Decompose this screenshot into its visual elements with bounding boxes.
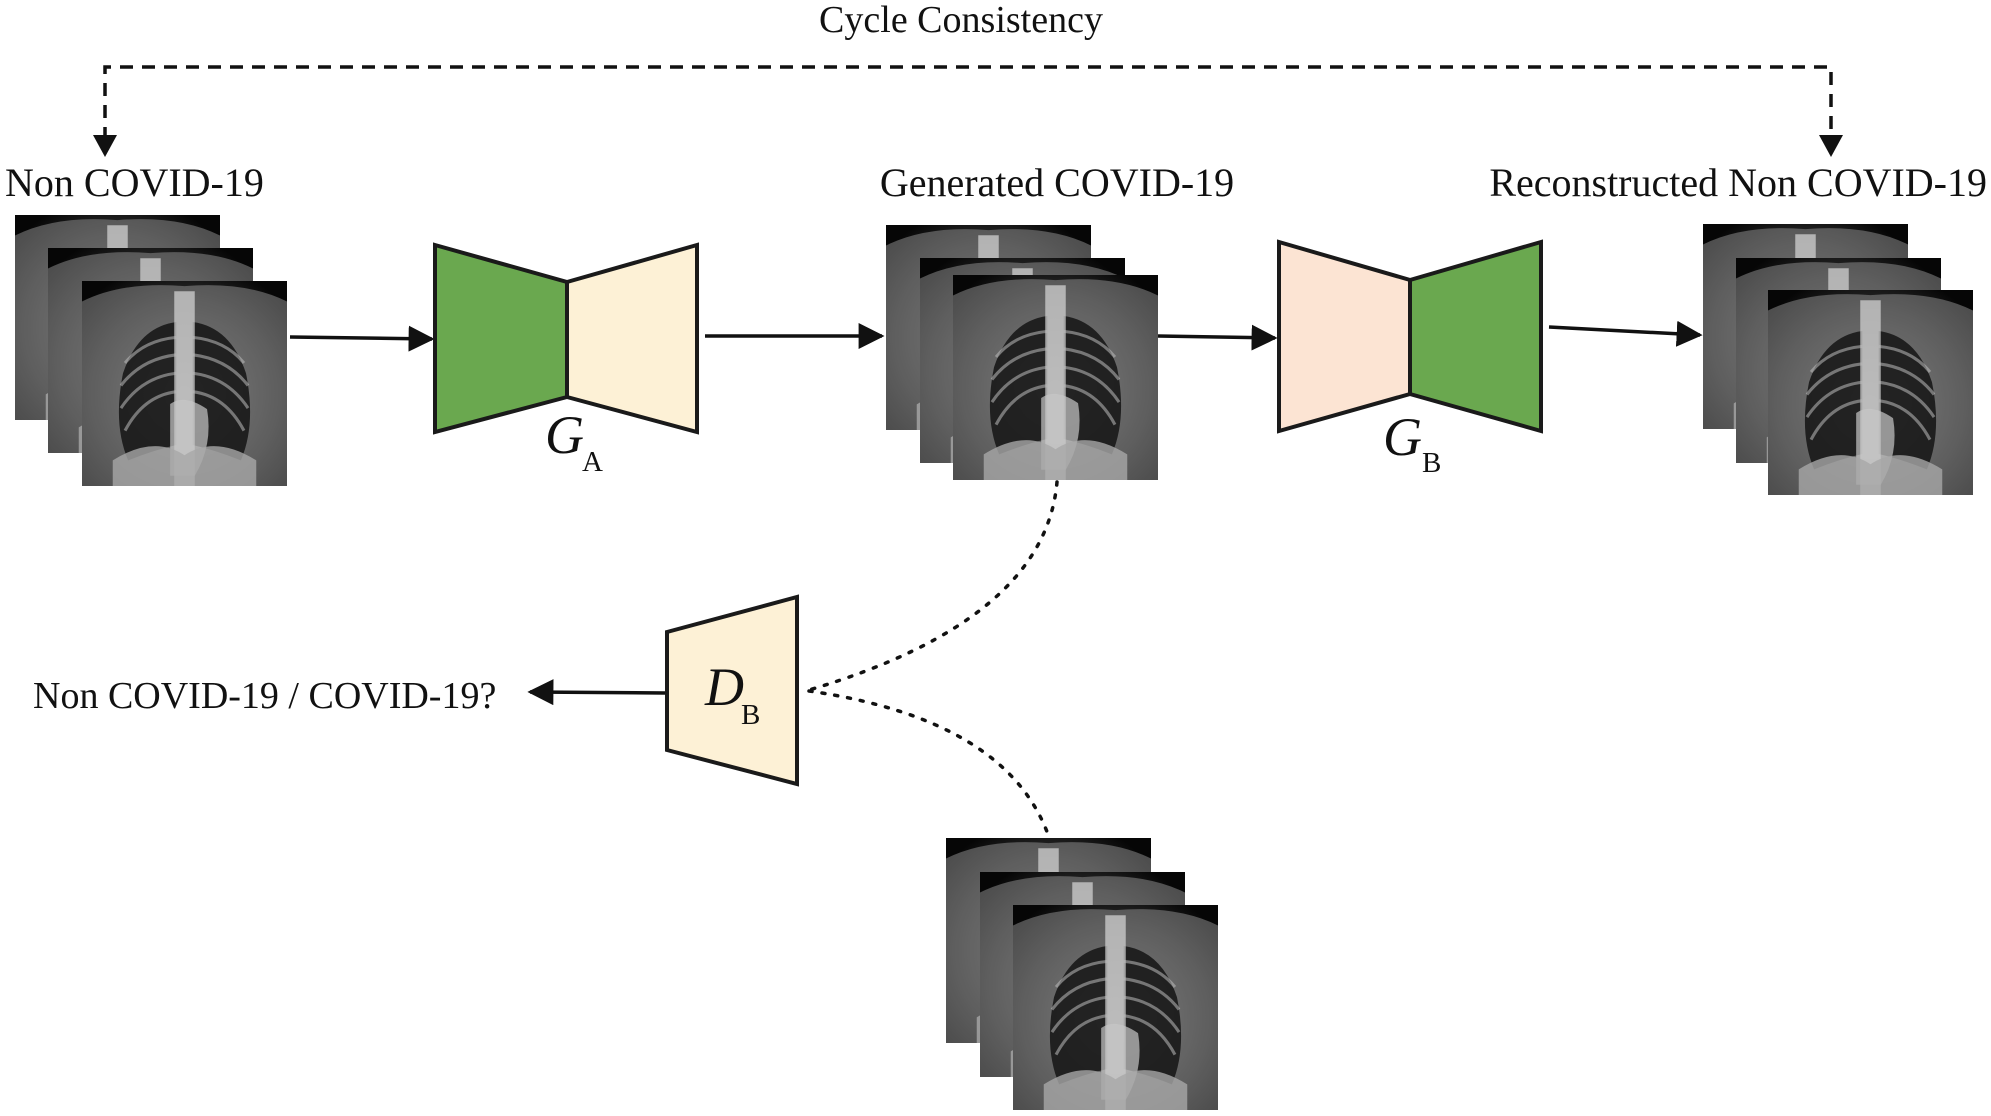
generator-b: G B bbox=[1277, 239, 1543, 479]
dotted-link-generated-to-discriminator bbox=[807, 480, 1059, 692]
arrow-generated-to-generator-b bbox=[1157, 324, 1278, 351]
reconstructed-label: Reconstructed Non COVID-19 bbox=[1489, 160, 1987, 205]
generator-a: G A bbox=[433, 242, 699, 478]
generated-label: Generated COVID-19 bbox=[880, 160, 1234, 205]
arrow-input-to-generator-a bbox=[289, 325, 435, 352]
generator-b-subscript: B bbox=[1422, 447, 1441, 479]
cycle-dashed-line bbox=[103, 65, 1833, 140]
discriminator-b: D B bbox=[665, 594, 799, 787]
generator-b-decoder bbox=[1408, 239, 1543, 434]
input-label: Non COVID-19 bbox=[5, 160, 264, 205]
cycle-arrowhead-left bbox=[93, 135, 117, 157]
discriminator-b-subscript: B bbox=[741, 699, 760, 731]
decision-label: Non COVID-19 / COVID-19? bbox=[33, 675, 496, 717]
generator-b-encoder bbox=[1277, 239, 1412, 434]
cycle-arrowhead-right bbox=[1819, 135, 1843, 157]
discriminator-b-shape bbox=[665, 594, 799, 787]
generator-b-symbol: G bbox=[1383, 407, 1422, 467]
xray-image bbox=[1013, 905, 1218, 1110]
cycle-consistency-label: Cycle Consistency bbox=[819, 0, 1103, 41]
generator-a-subscript: A bbox=[582, 446, 603, 478]
xray-image bbox=[82, 281, 287, 486]
generator-a-symbol: G bbox=[545, 405, 584, 465]
xray-image bbox=[953, 275, 1158, 480]
input-xray-stack bbox=[15, 215, 287, 486]
generator-a-encoder bbox=[433, 242, 569, 435]
generated-xray-stack bbox=[886, 225, 1158, 480]
xray-image bbox=[1768, 290, 1973, 495]
arrow-discriminator-to-decision bbox=[527, 679, 666, 706]
arrow-generator-b-to-reconstructed bbox=[1548, 320, 1703, 347]
discriminator-b-symbol: D bbox=[704, 657, 744, 717]
real-covid-xray-stack bbox=[946, 838, 1218, 1110]
cycle-consistency-loop: Cycle Consistency bbox=[93, 0, 1843, 157]
reconstructed-xray-stack bbox=[1703, 224, 1973, 495]
generator-a-decoder bbox=[565, 242, 699, 435]
dotted-link-real-to-discriminator bbox=[807, 689, 1052, 842]
